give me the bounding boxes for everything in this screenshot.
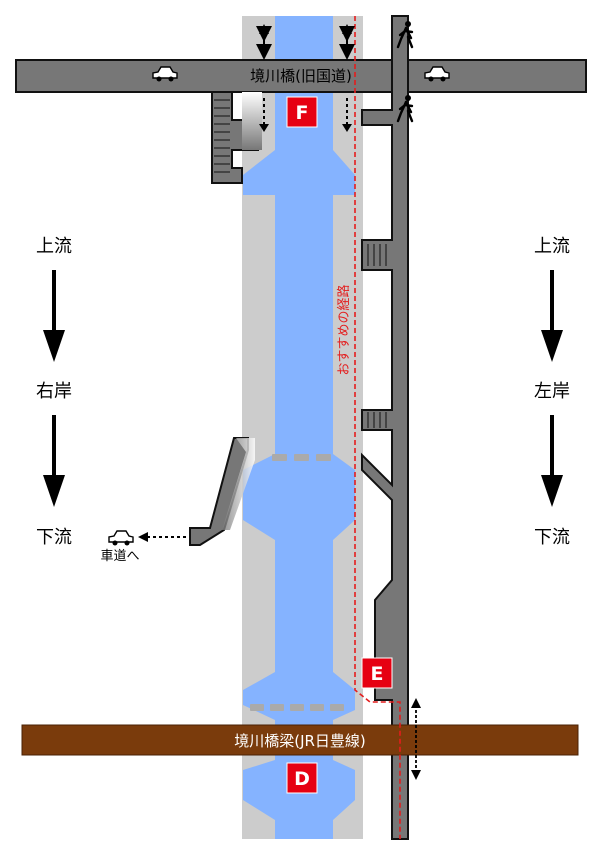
right-path <box>361 15 409 840</box>
left-ramp-lower-fade <box>222 438 255 530</box>
car-icon <box>108 530 134 546</box>
right-flow-arrows <box>541 270 563 507</box>
right-steps <box>367 244 387 428</box>
railway-bridge <box>21 724 579 756</box>
exit-marker-f: F <box>286 96 318 128</box>
top-road <box>15 59 587 93</box>
left-downstream-label: 下流 <box>36 527 72 548</box>
arrowheads <box>259 24 421 780</box>
dotted-arrow-icon <box>138 532 186 542</box>
left-stairs-steps <box>214 99 230 173</box>
car-icon <box>152 66 178 82</box>
dotted-arrow-icon <box>263 98 348 128</box>
svg-text:E: E <box>371 663 384 685</box>
stepping-stones-low <box>250 704 344 711</box>
river-water <box>243 16 355 839</box>
right-upstream-label: 上流 <box>534 236 570 257</box>
right-bank-label: 左岸 <box>534 381 570 402</box>
car-icon <box>424 66 450 82</box>
left-stairs <box>211 91 259 184</box>
left-ramp-top <box>242 92 262 150</box>
stepping-stones-mid <box>272 454 331 461</box>
railway-bridge-label: 境川橋梁(JR日豊線) <box>234 732 366 750</box>
svg-text:D: D <box>294 768 310 790</box>
recommended-route-label: おすすめの経路 <box>336 284 352 375</box>
top-road-label: 境川橋(旧国道) <box>250 67 352 85</box>
exit-marker-d: D <box>286 762 318 794</box>
recommended-route <box>354 16 401 839</box>
left-flow-arrows <box>43 270 65 507</box>
right-downstream-label: 下流 <box>534 527 570 548</box>
left-bank-label: 右岸 <box>36 381 72 402</box>
exit-marker-e: E <box>361 657 393 689</box>
svg-text:F: F <box>296 102 309 124</box>
pedestrian-icon <box>396 21 414 49</box>
pedestrian-icon <box>396 95 414 123</box>
to-roadway-label: 車道へ <box>100 549 139 564</box>
left-upstream-label: 上流 <box>36 236 72 257</box>
